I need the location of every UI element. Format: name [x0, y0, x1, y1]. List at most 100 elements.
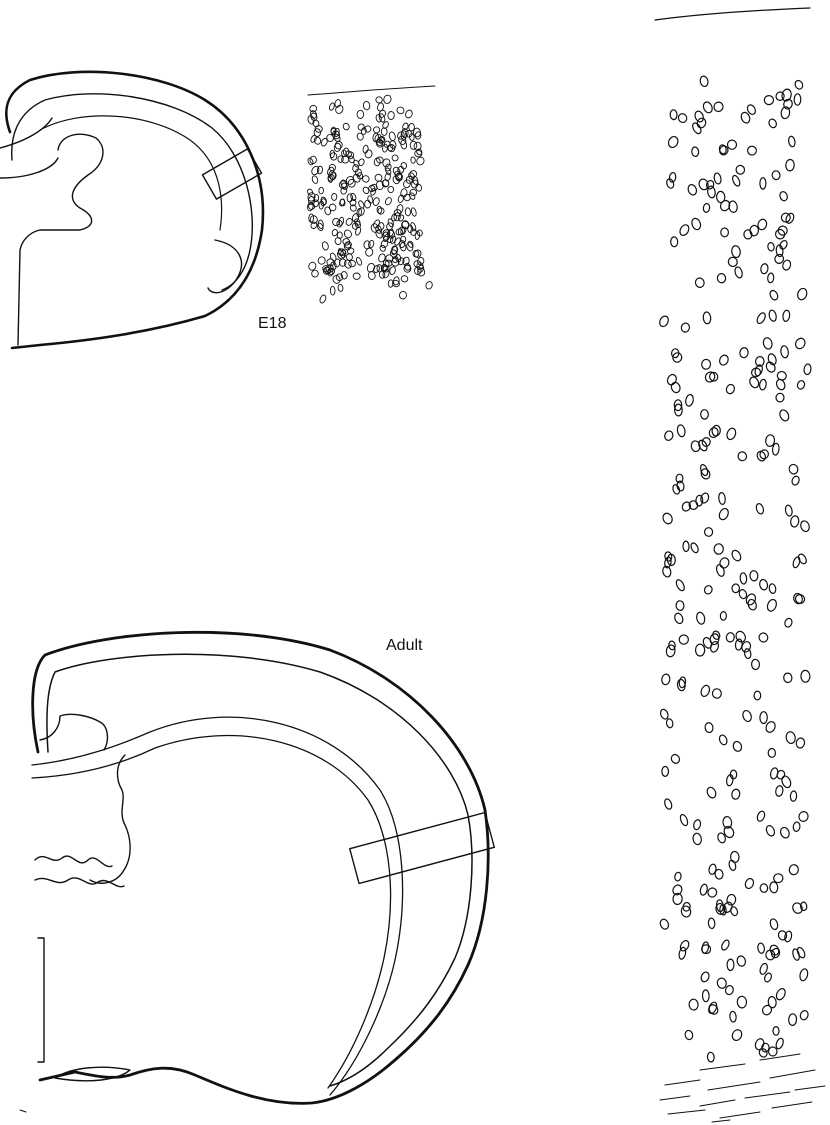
cell-icon — [701, 410, 709, 420]
cell-icon — [664, 430, 675, 441]
cell-icon — [704, 722, 713, 733]
cell-icon — [700, 468, 711, 481]
cell-icon — [411, 207, 417, 216]
cell-icon — [699, 75, 709, 87]
cell-icon — [703, 312, 712, 325]
cell-icon — [756, 810, 766, 822]
cell-icon — [751, 659, 759, 670]
cell-icon — [765, 361, 777, 374]
cell-icon — [770, 882, 779, 893]
cell-icon — [791, 475, 801, 486]
cell-icon — [795, 737, 805, 749]
cell-icon — [727, 140, 736, 150]
cell-icon — [737, 996, 747, 1008]
cell-icon — [748, 376, 760, 389]
cell-icon — [373, 127, 380, 133]
cell-icon — [310, 134, 318, 143]
cell-icon — [699, 884, 708, 896]
cell-icon — [342, 122, 350, 131]
cell-icon — [708, 918, 715, 929]
cell-icon — [761, 1004, 773, 1017]
cell-icon — [720, 611, 726, 620]
cell-icon — [319, 187, 324, 194]
cell-icon — [769, 918, 779, 930]
cell-icon — [746, 145, 758, 157]
cell-icon — [730, 851, 739, 863]
cell-icon — [694, 110, 705, 123]
cell-icon — [321, 241, 329, 251]
cell-icon — [716, 977, 727, 989]
cell-icon — [785, 505, 793, 517]
cell-icon — [330, 286, 335, 295]
cell-icon — [788, 463, 799, 475]
cell-icon — [767, 273, 774, 283]
cell-icon — [775, 785, 784, 797]
cell-icon — [379, 244, 386, 252]
cell-icon — [708, 1003, 720, 1016]
cell-icon — [741, 709, 752, 722]
cell-icon — [348, 260, 355, 267]
cell-icon — [696, 611, 706, 624]
cell-icon — [773, 1027, 779, 1036]
cell-icon — [768, 309, 777, 321]
cell-icon — [778, 239, 788, 250]
adult-cortical-column — [655, 8, 825, 1122]
cell-icon — [329, 203, 337, 211]
adult-cell-column — [658, 75, 812, 1062]
cell-icon — [670, 381, 682, 394]
cell-icon — [671, 237, 678, 247]
cell-icon — [666, 718, 674, 728]
cell-icon — [708, 427, 719, 439]
cell-icon — [661, 674, 670, 686]
cell-icon — [676, 424, 686, 437]
cell-icon — [364, 149, 373, 159]
cell-icon — [334, 143, 342, 152]
cell-icon — [755, 503, 765, 515]
cell-icon — [712, 425, 721, 436]
cell-icon — [404, 109, 413, 119]
cell-icon — [780, 345, 789, 358]
cell-icon — [693, 819, 702, 830]
cell-icon — [784, 617, 794, 628]
cell-icon — [397, 166, 404, 174]
cell-icon — [708, 863, 717, 874]
cell-icon — [773, 873, 783, 883]
cell-icon — [801, 670, 810, 682]
cell-icon — [789, 864, 799, 875]
cell-icon — [700, 684, 712, 697]
cell-icon — [799, 1009, 809, 1020]
cell-icon — [707, 1052, 714, 1062]
cell-icon — [663, 798, 673, 810]
cell-icon — [797, 553, 808, 565]
cell-icon — [796, 380, 805, 390]
cell-icon — [760, 712, 768, 724]
cell-icon — [699, 492, 710, 504]
cell-icon — [769, 583, 777, 593]
cell-icon — [678, 223, 690, 237]
cell-icon — [796, 287, 808, 301]
cell-icon — [731, 245, 741, 258]
e18-cell-inset — [307, 86, 435, 304]
cell-icon — [313, 136, 321, 145]
cell-icon — [414, 150, 422, 157]
cell-icon — [392, 155, 398, 161]
cell-icon — [718, 354, 730, 367]
cell-icon — [760, 178, 766, 189]
cell-icon — [701, 437, 711, 447]
cell-icon — [384, 196, 392, 205]
cell-icon — [666, 644, 676, 657]
cell-icon — [690, 542, 700, 554]
cell-icon — [659, 918, 670, 930]
cell-icon — [353, 273, 360, 280]
cell-icon — [735, 165, 745, 176]
cell-icon — [737, 451, 748, 462]
cell-icon — [786, 159, 795, 171]
cell-icon — [311, 175, 318, 184]
cell-icon — [382, 144, 388, 153]
cell-icon — [775, 1037, 785, 1049]
cell-icon — [725, 427, 737, 441]
cell-icon — [794, 94, 801, 106]
cell-icon — [713, 172, 722, 184]
cell-icon — [659, 708, 669, 720]
